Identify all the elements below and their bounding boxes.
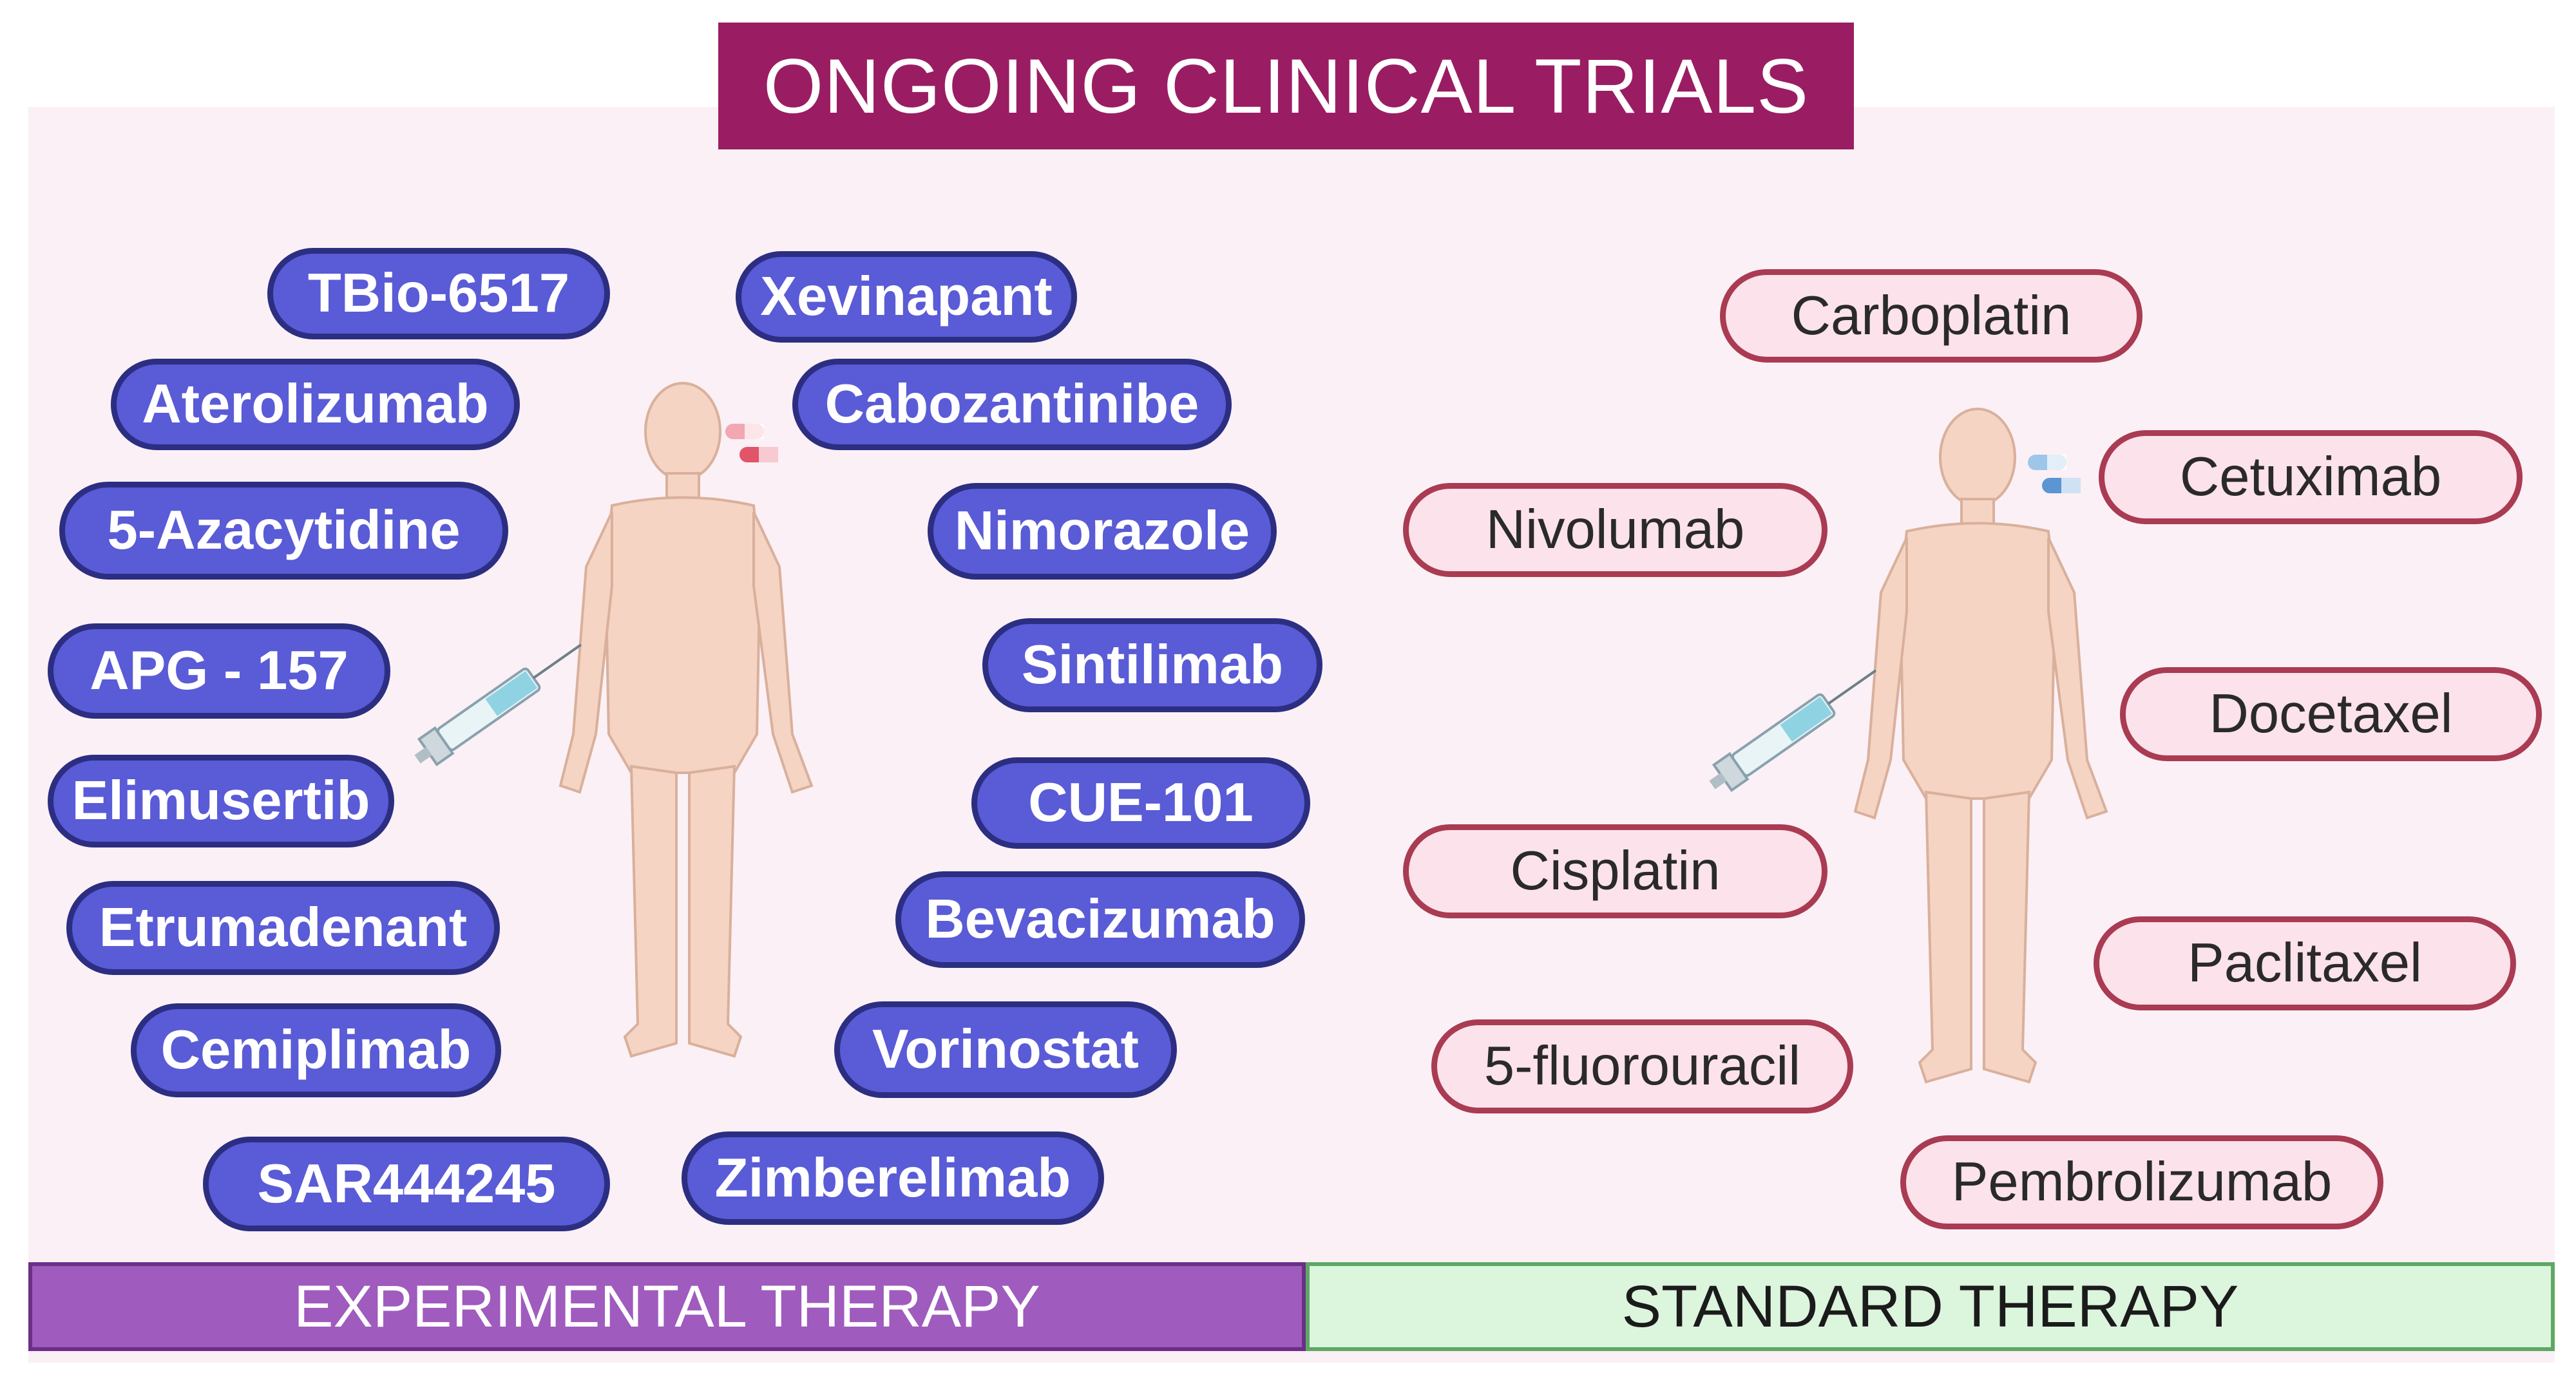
- drug-pill: Cabozantinibe: [792, 359, 1232, 450]
- drug-pill: APG - 157: [48, 623, 390, 719]
- drug-pill: Elimusertib: [48, 755, 394, 847]
- drug-pill: Zimberelimab: [682, 1131, 1104, 1225]
- drug-pill: Cisplatin: [1403, 824, 1827, 918]
- drug-pill: Paclitaxel: [2094, 916, 2516, 1010]
- drug-pill: Docetaxel: [2120, 667, 2542, 761]
- drug-pill: Etrumadenant: [66, 881, 500, 975]
- drug-pill: Bevacizumab: [895, 871, 1305, 968]
- drug-pill: CUE-101: [971, 757, 1310, 849]
- drug-pill: Aterolizumab: [111, 359, 520, 450]
- drug-pill: Nivolumab: [1403, 483, 1827, 577]
- syringe-icon: [414, 643, 582, 766]
- drug-pill: Nimorazole: [928, 483, 1277, 580]
- drug-pill: 5-fluorouracil: [1431, 1019, 1853, 1113]
- drug-pill: Xevinapant: [736, 251, 1077, 343]
- page-title: ONGOING CLINICAL TRIALS: [718, 23, 1854, 149]
- syringe-icon: [1709, 669, 1877, 792]
- drug-pill: Vorinostat: [834, 1001, 1177, 1098]
- pill-capsules-icon: [2028, 455, 2081, 493]
- drug-pill: Carboplatin: [1720, 269, 2142, 363]
- drug-pill: 5-Azacytidine: [59, 482, 508, 580]
- human-figure-icon: [558, 382, 814, 1058]
- drug-pill: Pembrolizumab: [1900, 1135, 2383, 1229]
- experimental-therapy-label: EXPERIMENTAL THERAPY: [28, 1262, 1306, 1351]
- drug-pill: Sintilimab: [982, 618, 1322, 712]
- drug-pill: Cetuximab: [2099, 430, 2523, 524]
- drug-pill: TBio-6517: [267, 248, 610, 339]
- drug-pill: Cemiplimab: [131, 1003, 501, 1097]
- drug-pill: SAR444245: [203, 1137, 610, 1231]
- pill-capsules-icon: [725, 424, 778, 462]
- human-figure-icon: [1853, 408, 2108, 1084]
- standard-therapy-label: STANDARD THERAPY: [1306, 1262, 2555, 1351]
